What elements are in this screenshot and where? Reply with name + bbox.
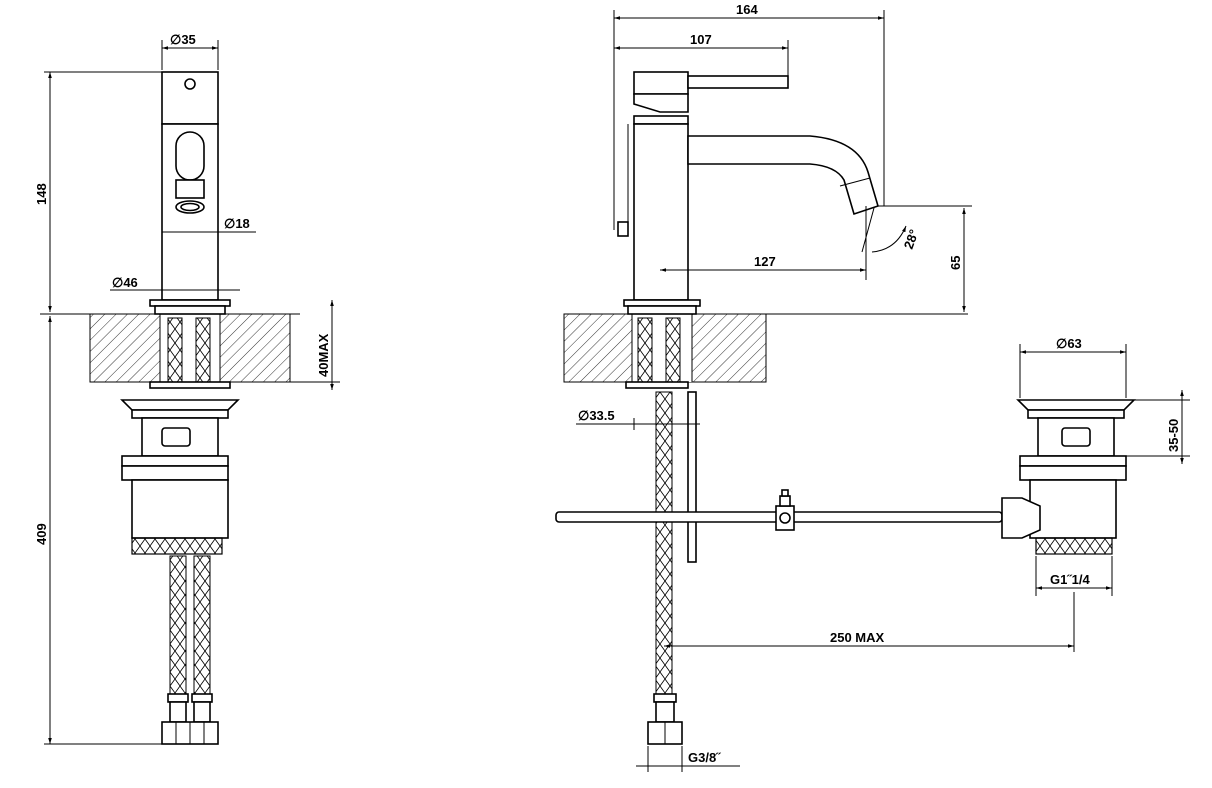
label-rod-length: 250 MAX [830,630,885,645]
dim-shank-diameter: ∅33.5 [576,408,700,430]
label-plug-diameter: ∅63 [1056,336,1082,351]
label-spout-angle: 28° [901,227,922,251]
label-max-deck-thickness: 40MAX [316,333,331,377]
label-body-diameter: ∅35 [170,32,196,47]
front-hose-right [193,555,211,695]
front-hose-left [169,555,187,695]
front-view: ∅35 ∅18 ∅46 148 409 40MAX [34,32,340,745]
label-spout-reach: 127 [754,254,776,269]
label-height-below-deck: 409 [34,523,49,545]
side-hose-and-rod [625,381,697,745]
label-base-diameter: ∅46 [112,275,138,290]
front-waste-assembly [120,381,240,555]
label-height-above-deck: 148 [34,183,49,205]
dim-plug-diameter: ∅63 [1019,336,1127,398]
dim-max-deck-thickness: 40MAX [290,300,340,390]
label-aerator-diameter: ∅18 [224,216,250,231]
dim-waste-thread: G1˝1/4 [1035,556,1113,596]
side-faucet-body [617,71,879,315]
dim-height-below-deck: 409 [34,313,300,745]
dim-hose-connection: G3/8˝ [636,746,740,772]
label-shank-diameter: ∅33.5 [578,408,615,423]
front-faucet-body [149,71,231,315]
label-overall-depth: 164 [736,2,758,17]
dim-plug-height: 35-50 [1126,390,1190,464]
dim-spout-height: 65 [878,205,972,312]
dim-aerator-diameter: ∅18 [162,216,256,233]
dim-spout-reach: 127 [660,206,867,280]
dim-lever-reach: 107 [614,32,789,76]
dim-base-diameter: ∅46 [110,275,240,291]
dim-spout-angle: 28° [861,207,922,253]
label-spout-height: 65 [948,256,963,270]
label-hose-connection: G3/8˝ [688,750,721,765]
label-waste-thread: G1˝1/4 [1050,572,1091,587]
label-plug-height: 35-50 [1166,419,1181,452]
waste-rod [555,489,1003,531]
side-waste-assembly [1001,399,1136,555]
side-view: 164 107 127 28° 65 ∅33.5 [555,2,1190,772]
dim-height-above-deck: 148 [34,71,162,312]
dim-body-diameter: ∅35 [161,32,219,70]
front-hose-fittings [161,693,219,745]
dim-rod-length: 250 MAX [664,592,1075,652]
label-lever-reach: 107 [690,32,712,47]
